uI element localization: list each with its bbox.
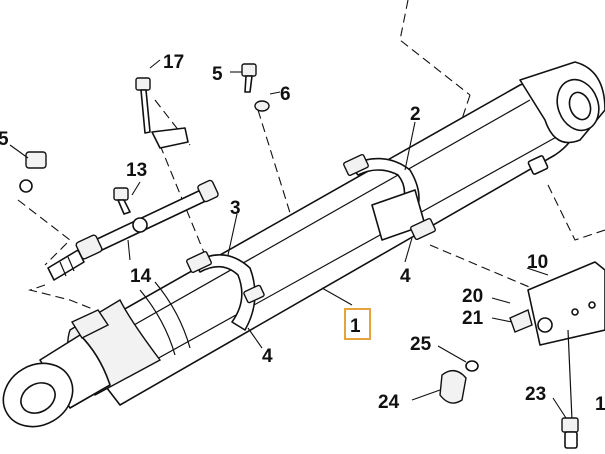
callout-21: 21 xyxy=(462,308,484,329)
fitting-23 xyxy=(561,417,579,449)
callout-3: 3 xyxy=(230,198,241,219)
valve-block xyxy=(509,261,605,421)
callout-13: 13 xyxy=(126,160,147,181)
barrel-clamp-right xyxy=(343,153,436,241)
callout-23: 23 xyxy=(525,384,546,405)
hose-assembly xyxy=(47,179,219,281)
callout-14: 14 xyxy=(130,266,152,287)
callout-10: 10 xyxy=(527,252,548,273)
plug-left xyxy=(19,151,47,193)
callout-4-right: 4 xyxy=(400,266,411,287)
cylinder-base-eye xyxy=(519,61,605,144)
callout-5-left: 5 xyxy=(0,129,9,150)
o-ring-25 xyxy=(465,360,479,372)
callout-24: 24 xyxy=(378,392,400,413)
callout-25: 25 xyxy=(410,334,432,355)
leader-lines xyxy=(9,59,567,419)
callout-1: 1 xyxy=(350,316,361,337)
bolt-5 xyxy=(241,63,257,93)
plug-24 xyxy=(439,370,467,404)
barrel-clamp-left xyxy=(186,250,265,331)
callout-5-top: 5 xyxy=(212,64,223,85)
callout-4-left: 4 xyxy=(262,346,273,367)
callout-1-highlight-box xyxy=(344,308,371,340)
washer-6 xyxy=(254,100,270,112)
bolt-17 xyxy=(135,77,189,149)
mount-bracket xyxy=(70,309,110,339)
callout-20: 20 xyxy=(462,286,483,307)
callout-6: 6 xyxy=(280,84,291,105)
callout-2: 2 xyxy=(410,104,421,125)
callout-17: 17 xyxy=(163,52,184,73)
callout-1-edge: 1 xyxy=(595,394,605,415)
bolt-13 xyxy=(113,187,131,215)
rod-eye xyxy=(2,362,74,428)
callout-labels: 17 5 6 2 5 13 3 14 4 10 20 21 4 25 24 23… xyxy=(0,52,605,415)
